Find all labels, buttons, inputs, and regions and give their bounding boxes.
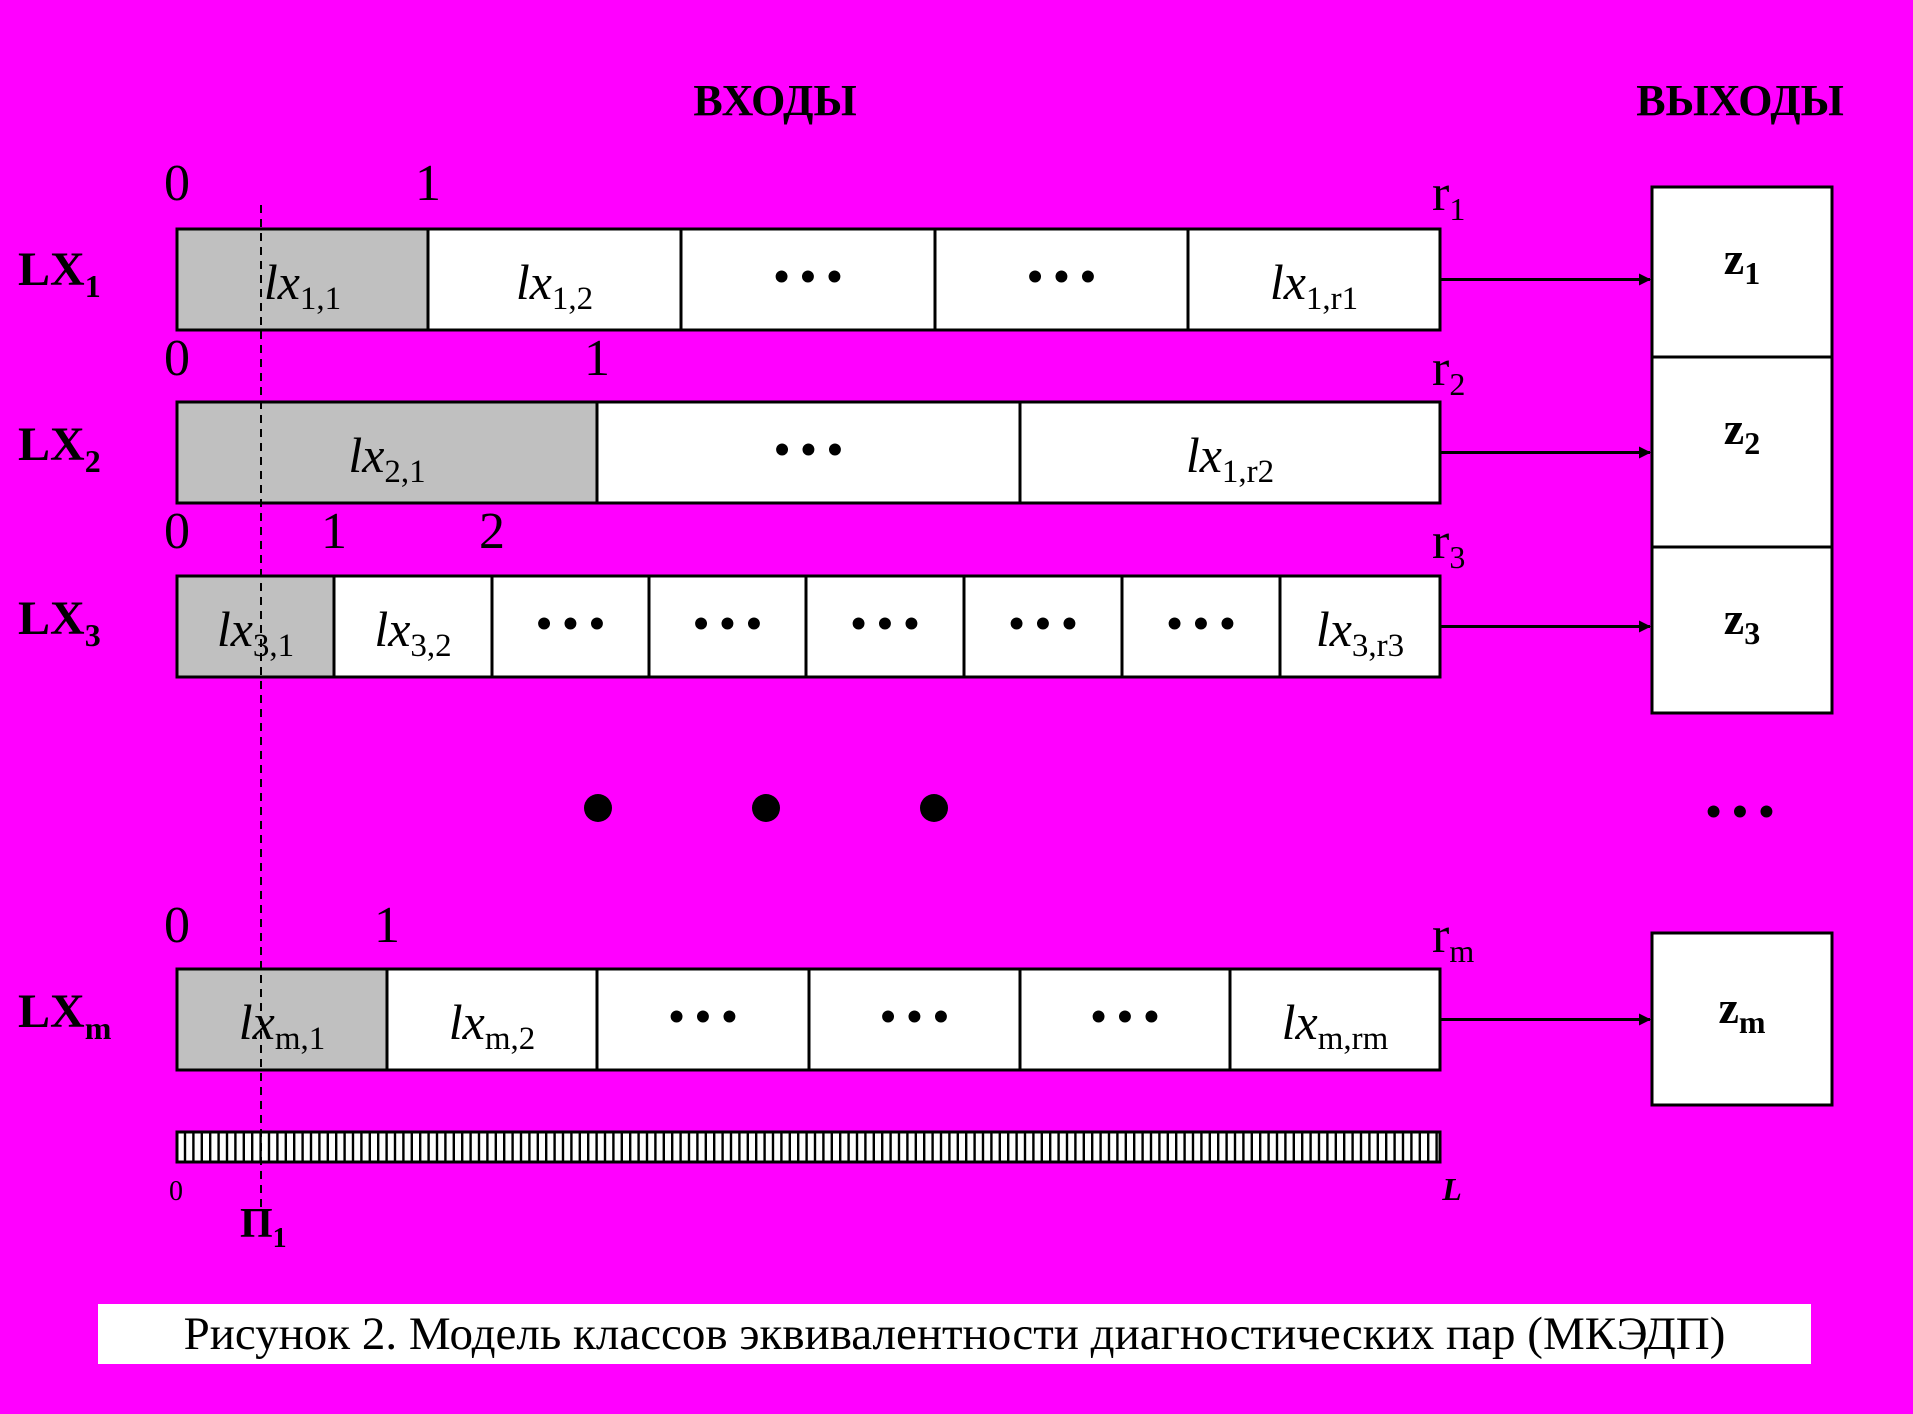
scale-end-label: L: [1441, 1171, 1462, 1207]
cell: [647, 574, 808, 679]
cell: [385, 967, 599, 1072]
scale-bar: [175, 1130, 1442, 1164]
cell-ellipsis: • • •: [669, 992, 737, 1041]
row-label: LXm: [18, 985, 112, 1046]
cell-ellipsis: • • •: [774, 425, 842, 474]
cell-ellipsis: • • •: [693, 599, 761, 648]
end-tick-label: r1: [1432, 165, 1465, 227]
tick-label: 2: [479, 503, 505, 560]
output-label: z1: [1724, 233, 1760, 291]
scale-frame: [175, 1130, 1442, 1164]
cell: [1120, 574, 1282, 679]
cell-ellipsis: • • •: [536, 599, 604, 648]
cell-label: lx3,2: [374, 601, 451, 664]
output-label: z2: [1724, 403, 1760, 461]
cell: [175, 227, 430, 332]
tick-label: 0: [164, 155, 190, 212]
scale-start-label: 0: [169, 1176, 183, 1207]
ellipsis-dot: [752, 794, 780, 822]
cell-label: lxm,2: [449, 994, 536, 1057]
output-box: [1650, 931, 1834, 1107]
end-tick-label: r3: [1432, 513, 1465, 575]
cell-ellipsis: • • •: [1027, 252, 1095, 301]
output-label: z3: [1724, 593, 1760, 651]
cell: [1186, 227, 1442, 332]
cell-label: lx1,r2: [1186, 427, 1274, 490]
tick-label: 0: [164, 330, 190, 387]
cell: [804, 574, 966, 679]
cell: [1278, 574, 1442, 679]
row-2: LX2 lx2,1 • • • lx1,r2 0 1 r2: [18, 330, 1651, 505]
row-label: LX2: [18, 418, 101, 479]
cell: [679, 227, 937, 332]
cell: [962, 574, 1124, 679]
cell-label: lx3,r3: [1316, 601, 1404, 664]
cell: [175, 967, 389, 1072]
end-tick-label: r2: [1432, 340, 1465, 402]
cell: [332, 574, 494, 679]
cell: [490, 574, 651, 679]
tick-label: 0: [164, 503, 190, 560]
cell-ellipsis: • • •: [851, 599, 919, 648]
figure-caption: Рисунок 2. Модель классов эквивалентност…: [183, 1308, 1726, 1360]
output-box: [1650, 355, 1834, 549]
tick-label: 1: [321, 503, 347, 560]
cell-label: lxm,1: [239, 994, 326, 1057]
tick-label: 0: [164, 897, 190, 954]
cell-label: lx1,1: [264, 254, 341, 317]
row-label: LX3: [18, 592, 101, 653]
cell: [1018, 400, 1442, 505]
cell: [933, 227, 1190, 332]
row-3: LX3 lx3,1 lx3,2 • • • • • • • • • • • • • • • lx…: [18, 503, 1651, 679]
inputs-title: ВХОДЫ: [693, 76, 856, 125]
cell-ellipsis: • • •: [1167, 599, 1235, 648]
cell-label: lx1,r1: [1270, 254, 1358, 317]
cell: [595, 967, 811, 1072]
ellipsis-dot: [584, 794, 612, 822]
cell: [807, 967, 1022, 1072]
output-box: [1650, 185, 1834, 359]
cell-label: lx3,1: [217, 601, 294, 664]
row-1: LX1 lx1,1 lx1,2 • • • • • • lx1,r1 0 1 r1: [18, 155, 1651, 332]
tick-label: 1: [374, 897, 400, 954]
cell-label: lxm,rm: [1282, 994, 1389, 1057]
cell-ellipsis: • • •: [880, 992, 948, 1041]
cell: [595, 400, 1022, 505]
marker-label: П1: [240, 1201, 287, 1254]
end-tick-label: rm: [1432, 907, 1474, 969]
tick-label: 1: [584, 330, 610, 387]
cell-ellipsis: • • •: [1009, 599, 1077, 648]
tick-label: 1: [415, 155, 441, 212]
cell: [175, 400, 599, 505]
row-4: LXm lxm,1 lxm,2 • • • • • • • • • lxm,rm 0 1 rm: [18, 897, 1651, 1072]
cell: [1018, 967, 1232, 1072]
cell-ellipsis: • • •: [1091, 992, 1159, 1041]
outputs-title: ВЫХОДЫ: [1636, 76, 1844, 125]
caption-box: Рисунок 2. Модель классов эквивалентност…: [98, 1304, 1811, 1364]
cell-label: lx2,1: [348, 427, 425, 490]
output-label: zm: [1718, 982, 1765, 1040]
cell-ellipsis: • • •: [774, 252, 842, 301]
outputs-layer: z1 z2 z3 zm: [1650, 185, 1834, 1107]
outputs-ellipsis: • • •: [1706, 787, 1774, 836]
output-box: [1650, 545, 1834, 715]
ellipsis-dot: [920, 794, 948, 822]
cell-label: lx1,2: [516, 254, 593, 317]
row-label: LX1: [18, 243, 101, 304]
cell: [1228, 967, 1442, 1072]
